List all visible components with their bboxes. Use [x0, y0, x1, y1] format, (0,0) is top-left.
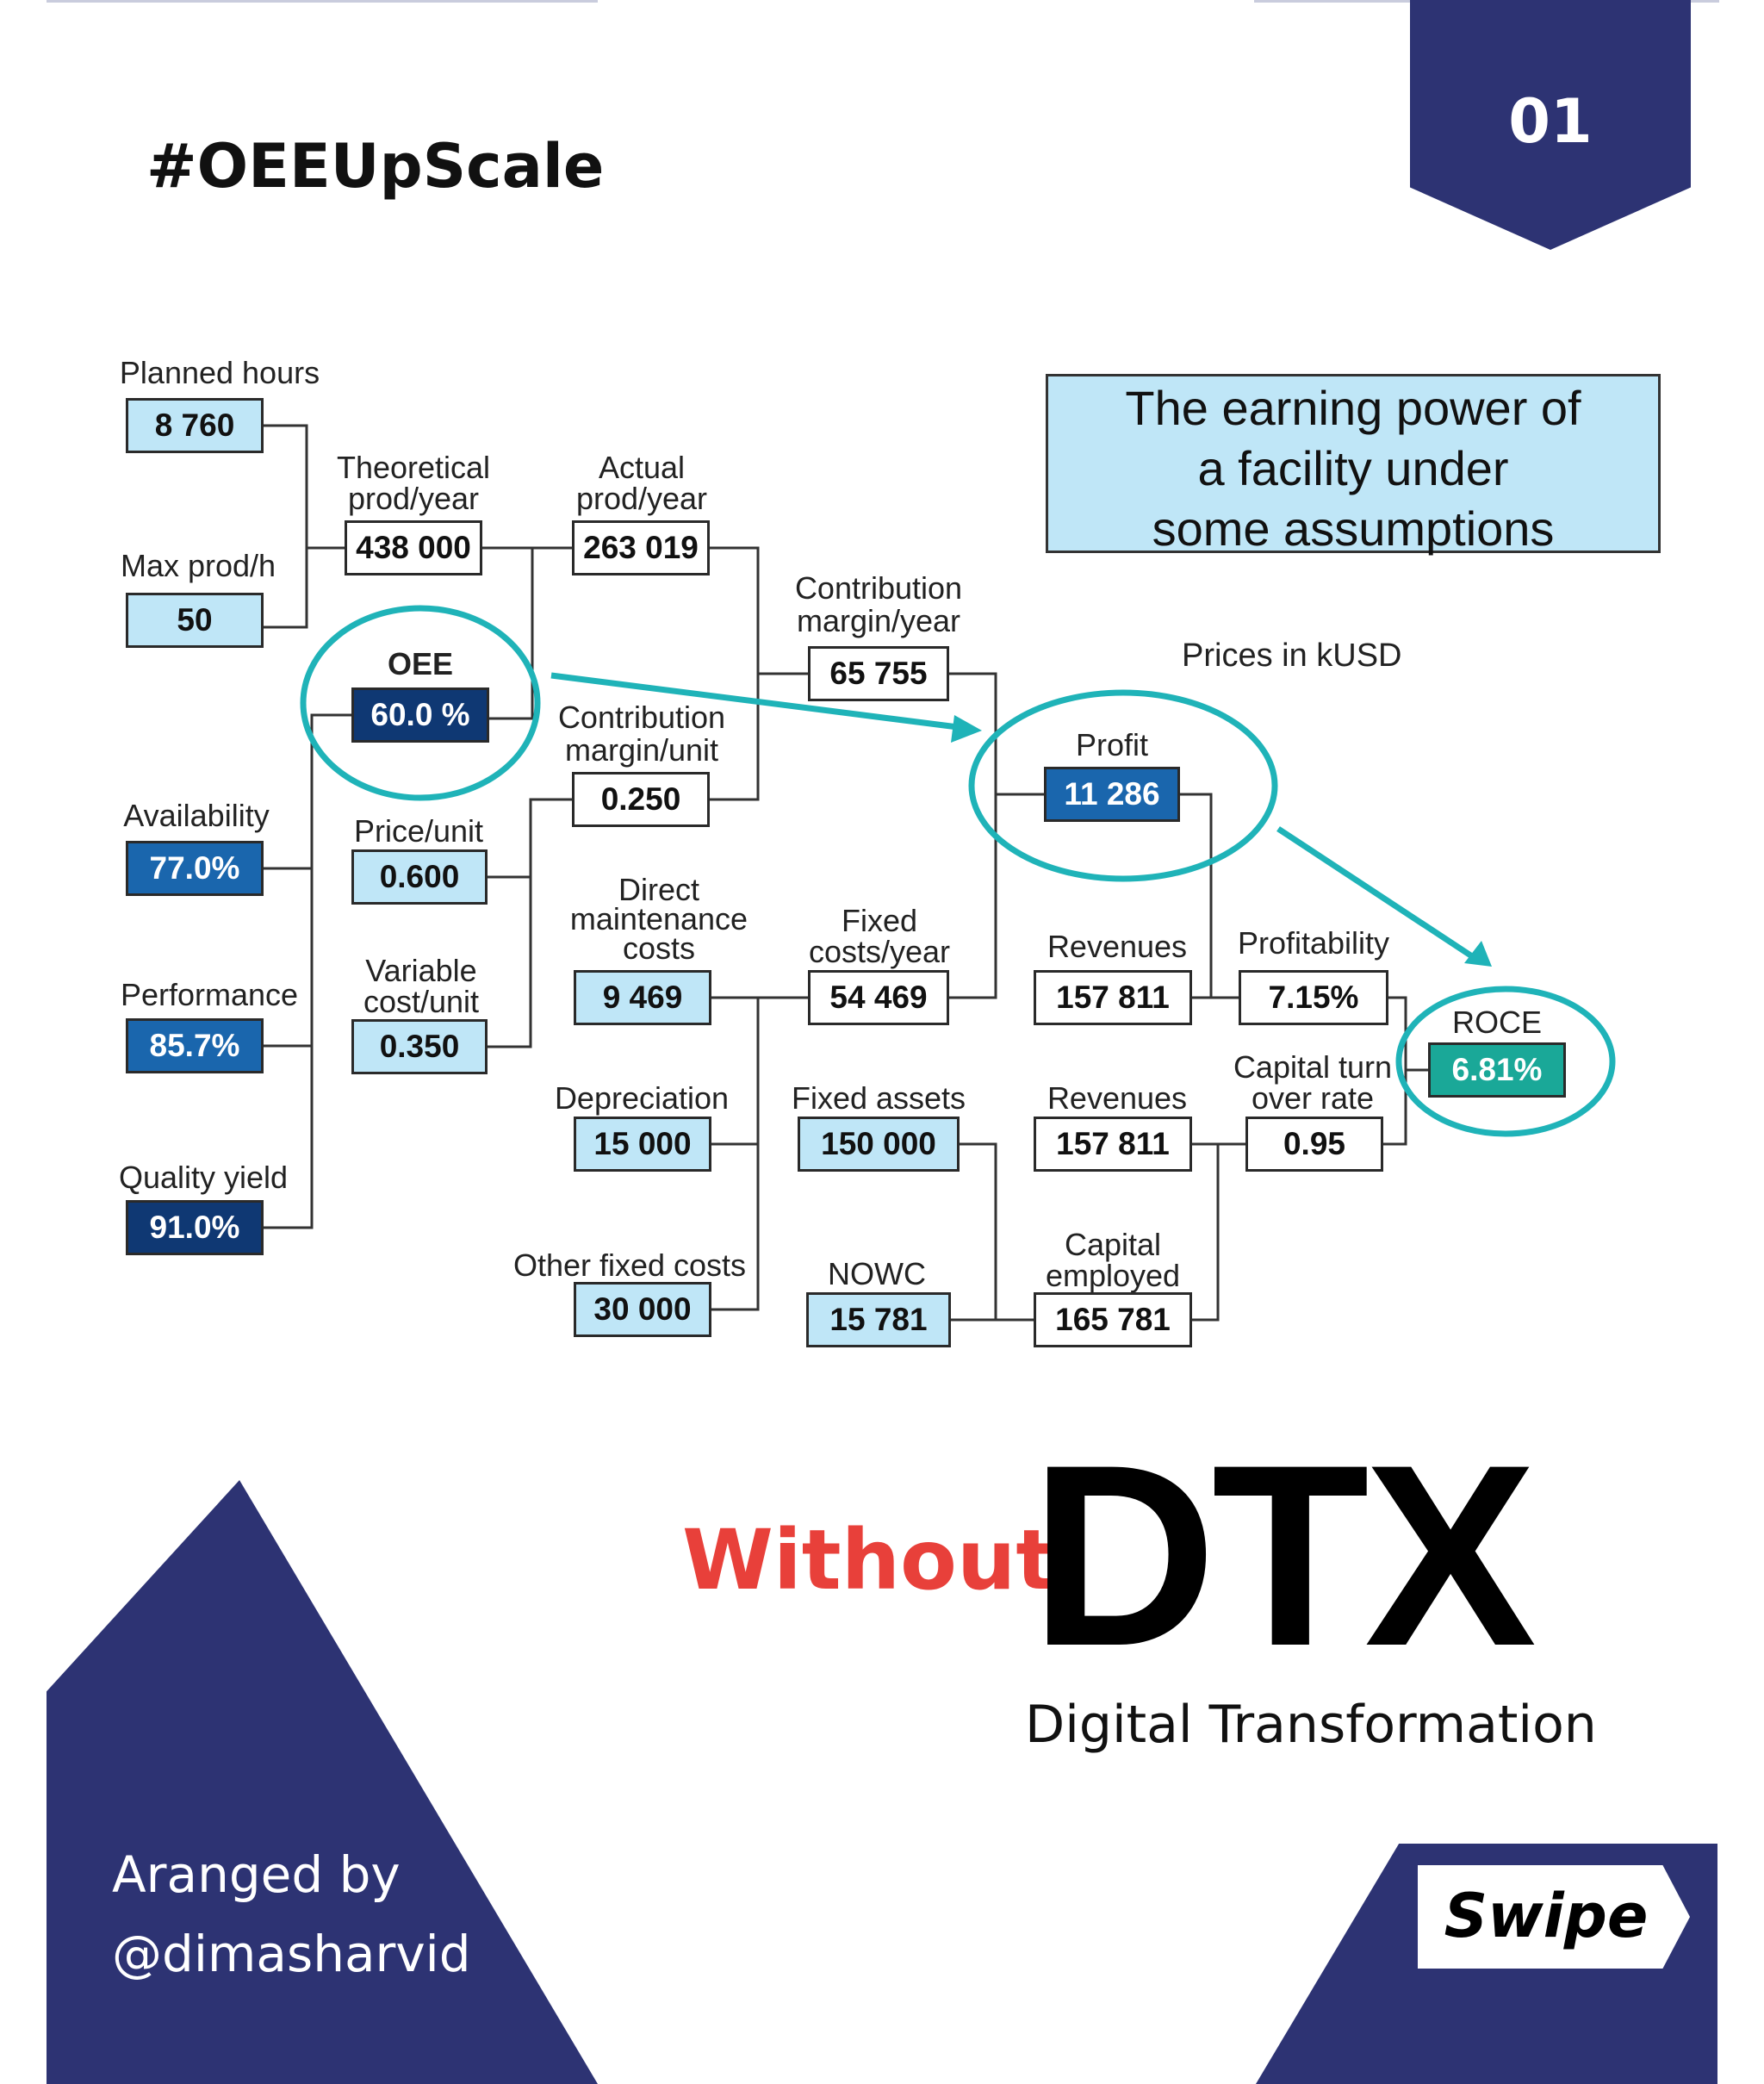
author-handle: @dimasharvid — [112, 1925, 471, 1983]
revenues-value-2: 157 811 — [1034, 1117, 1192, 1172]
note-line-1: The earning power of — [1125, 381, 1581, 435]
capital-employed-value: 165 781 — [1034, 1292, 1192, 1347]
capital-turn-value: 0.95 — [1245, 1117, 1383, 1172]
planned-hours-label: Planned hours — [119, 355, 320, 390]
page-number: 01 — [1508, 86, 1593, 157]
direct-maintenance-value: 9 469 — [574, 970, 711, 1025]
roce-value: 6.81% — [1428, 1042, 1566, 1098]
variable-cost-label-2: cost/unit — [363, 984, 480, 1019]
performance-label: Performance — [120, 977, 299, 1012]
actual-value: 263 019 — [572, 520, 710, 575]
author-credit: Aranged by @dimasharvid — [112, 1835, 471, 1994]
availability-label: Availability — [123, 798, 270, 833]
depreciation-value: 15 000 — [574, 1117, 711, 1172]
profit-value: 11 286 — [1044, 767, 1180, 822]
fixed-costs-label-2: costs/year — [808, 934, 951, 969]
prices-note: Prices in kUSD — [1182, 638, 1402, 674]
roce-label: ROCE — [1451, 1005, 1542, 1040]
capital-employed-label-2: employed — [1045, 1258, 1181, 1293]
cm-year-label-2: margin/year — [796, 603, 961, 638]
swipe-button[interactable] — [1418, 1865, 1690, 1969]
arranged-by-text: Aranged by — [112, 1845, 401, 1904]
capital-turn-label-1: Capital turn — [1233, 1049, 1393, 1085]
direct-maintenance-label-3: costs — [622, 930, 696, 966]
other-fixed-label: Other fixed costs — [512, 1247, 747, 1283]
variable-cost-value: 0.350 — [351, 1019, 488, 1074]
nowc-label: NOWC — [828, 1256, 926, 1291]
profitability-label: Profitability — [1237, 925, 1390, 961]
without-text: Without — [682, 1512, 1056, 1608]
theoretical-value: 438 000 — [345, 520, 482, 575]
quality-yield-value: 91.0% — [126, 1200, 264, 1255]
cm-unit-label-2: margin/unit — [564, 732, 719, 768]
theoretical-label-1: Theoretical — [336, 450, 491, 485]
actual-label-2: prod/year — [575, 481, 708, 516]
page-number-badge — [1410, 0, 1691, 250]
fixed-costs-label-1: Fixed — [841, 903, 918, 938]
variable-cost-label-1: Variable — [365, 953, 477, 988]
quality-yield-label: Quality yield — [118, 1160, 289, 1195]
revenues-value-1: 157 811 — [1034, 970, 1192, 1025]
direct-maintenance-label-2: maintenance — [569, 901, 748, 936]
actual-label-1: Actual — [598, 450, 686, 485]
depreciation-label: Depreciation — [554, 1080, 730, 1116]
fixed-assets-value: 150 000 — [798, 1117, 960, 1172]
fixed-assets-label: Fixed assets — [791, 1080, 966, 1116]
top-rule-left — [47, 0, 598, 3]
fixed-costs-value: 54 469 — [808, 970, 949, 1025]
revenues-label-2: Revenues — [1047, 1080, 1188, 1116]
cm-year-label-1: Contribution — [794, 570, 963, 606]
revenues-label-1: Revenues — [1047, 929, 1188, 964]
price-unit-value: 0.600 — [351, 849, 488, 905]
planned-hours-value: 8 760 — [126, 398, 264, 453]
swipe-label[interactable]: Swipe — [1444, 1881, 1649, 1951]
capital-turn-label-2: over rate — [1251, 1080, 1375, 1116]
dtx-title: DTX — [1030, 1410, 1537, 1700]
nowc-value: 15 781 — [806, 1292, 951, 1347]
capital-employed-label-1: Capital — [1064, 1227, 1162, 1262]
availability-value: 77.0% — [126, 841, 264, 896]
oee-label: OEE — [387, 646, 454, 681]
dtx-subtitle: Digital Transformation — [1025, 1695, 1597, 1755]
profit-label: Profit — [1075, 727, 1149, 762]
cm-unit-label-1: Contribution — [557, 700, 726, 735]
profitability-value: 7.15% — [1239, 970, 1388, 1025]
note-line-2: a facility under — [1197, 441, 1509, 495]
other-fixed-value: 30 000 — [574, 1282, 711, 1337]
oee-value: 60.0 % — [351, 687, 489, 743]
max-prod-label: Max prod/h — [120, 548, 276, 583]
direct-maintenance-label-1: Direct — [618, 872, 699, 907]
performance-value: 85.7% — [126, 1018, 264, 1073]
cm-year-value: 65 755 — [808, 646, 949, 701]
theoretical-label-2: prod/year — [347, 481, 480, 516]
earning-power-note: The earning power of a facility under so… — [1046, 374, 1661, 556]
price-unit-label: Price/unit — [353, 813, 484, 849]
cm-unit-value: 0.250 — [572, 772, 710, 827]
max-prod-value: 50 — [126, 593, 264, 648]
hashtag-title: #OEEUpScale — [146, 131, 605, 202]
note-line-3: some assumptions — [1152, 501, 1555, 556]
